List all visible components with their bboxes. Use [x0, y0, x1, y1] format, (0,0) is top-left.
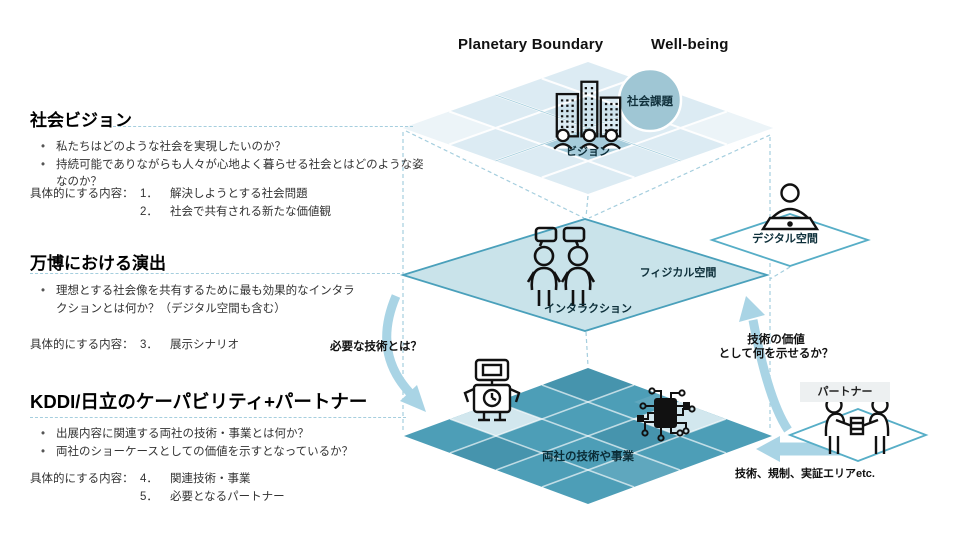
circuit-chip-icon — [637, 387, 696, 442]
section1-bullets: • 私たちはどのような社会を実現したいのか？ • 持続可能でありながらも人々が心… — [30, 139, 430, 192]
detail-text: 必要となるパートナー — [170, 490, 285, 503]
city-buildings-icon — [553, 80, 622, 150]
section1-details: 具体的にする内容： 1． 解決しようとする社会問題 2． 社会で共有される新たな… — [30, 186, 390, 221]
bullet-item: • 出展内容に関連する両社の技術・事業とは何か？ — [30, 426, 430, 444]
question-tech-value-line1: 技術の価値 — [747, 334, 805, 346]
section-title-capability: KDDI/日立のケーパビリティ+パートナー — [30, 391, 368, 412]
detail-item: 3． 展示シナリオ — [140, 337, 239, 355]
interaction-label: インタラクション — [544, 303, 632, 315]
section-title-social-vision: 社会ビジョン — [30, 111, 132, 130]
tech-layer-diamond — [404, 368, 772, 504]
section1-dashed-connector — [113, 126, 413, 127]
section2-bullets: • 理想とする社会像を共有するために最も効果的なインタラクションとは何か？（デジ… — [30, 283, 360, 318]
detail-text: 展示シナリオ — [170, 339, 239, 351]
bullet-text: 出展内容に関連する両社の技術・事業とは何か？ — [56, 428, 309, 440]
detail-item: 4． 関連技術・事業 — [140, 471, 285, 489]
section-title-expo: 万博における演出 — [30, 254, 166, 273]
bullet-text: 持続可能でありながらも人々が心地よく暮らせる社会とはどのような姿なのか？ — [56, 158, 424, 189]
robot-icon — [463, 358, 521, 422]
bullet-text: 私たちはどのような社会を実現したいのか？ — [56, 141, 286, 153]
detail-num: 5． — [140, 490, 158, 503]
detail-label: 具体的にする内容： — [30, 473, 134, 485]
partner-note: 技術、規制、実証エリアetc. — [735, 468, 875, 480]
physical-space-label: フィジカル空間 — [639, 267, 717, 279]
social-issue-badge: 社会課題 — [627, 96, 673, 108]
detail-num: 2． — [140, 205, 158, 218]
section2-details: 具体的にする内容： 3． 展示シナリオ — [30, 337, 390, 355]
detail-num: 1． — [140, 188, 158, 200]
detail-num: 4． — [140, 473, 158, 485]
arrow-up-to-interaction — [739, 296, 792, 433]
partner-label-box: パートナー — [800, 382, 890, 402]
planetary-boundary-label: Planetary Boundary — [458, 36, 604, 53]
detail-text: 関連技術・事業 — [170, 473, 251, 485]
interaction-layer-diamond — [399, 218, 771, 332]
section2-dashed-connector — [30, 273, 400, 274]
partners-handshake-icon — [824, 396, 890, 454]
detail-list: 1． 解決しようとする社会問題 2． 社会で共有される新たな価値観 — [140, 186, 331, 221]
digital-space-label: デジタル空間 — [752, 233, 818, 245]
section3-dashed-connector — [30, 417, 406, 418]
bullet-dot: • — [40, 158, 46, 171]
bullet-dot: • — [40, 445, 46, 458]
social-issue-circle — [617, 67, 683, 133]
wellbeing-label: Well-being — [651, 36, 729, 53]
vision-label: ビジョン — [566, 146, 610, 158]
section3-details: 具体的にする内容： 4． 関連技術・事業 5． 必要となるパートナー — [30, 471, 410, 506]
question-tech-value-line2: として何を示せるか？ — [718, 348, 834, 360]
detail-item: 2． 社会で共有される新たな価値観 — [140, 204, 331, 222]
detail-item: 5． 必要となるパートナー — [140, 489, 285, 507]
bullet-item: • 両社のショーケースとしての価値を示すとなっているか？ — [30, 444, 430, 462]
people-talking-icon — [526, 226, 596, 306]
detail-item: 1． 解決しようとする社会問題 — [140, 186, 331, 204]
detail-list: 4． 関連技術・事業 5． 必要となるパートナー — [140, 471, 285, 506]
detail-num: 3． — [140, 339, 158, 351]
tech-business-label: 両社の技術や事業 — [542, 451, 634, 463]
person-laptop-icon — [760, 183, 820, 231]
bullet-item: • 私たちはどのような社会を実現したいのか？ — [30, 139, 430, 157]
question-tech-value: 技術の価値 として何を示せるか？ — [710, 333, 842, 361]
bullet-text: 両社のショーケースとしての価値を示すとなっているか？ — [56, 445, 354, 458]
section3-bullets: • 出展内容に関連する両社の技術・事業とは何か？ • 両社のショーケースとしての… — [30, 426, 430, 461]
bullet-dot: • — [40, 428, 46, 440]
bullet-item: • 理想とする社会像を共有するために最も効果的なインタラクションとは何か？（デジ… — [30, 283, 360, 318]
bullet-dot: • — [40, 141, 46, 153]
detail-text: 解決しようとする社会問題 — [170, 188, 308, 200]
digital-space-diamond — [709, 213, 871, 267]
arrow-down-to-tech — [382, 294, 426, 412]
bullet-item: • 持続可能でありながらも人々が心地よく暮らせる社会とはどのような姿なのか？ — [30, 157, 430, 192]
bullet-text: 理想とする社会像を共有するために最も効果的なインタラクションとは何か？（デジタル… — [56, 285, 355, 315]
bullet-dot: • — [40, 285, 46, 297]
detail-text: 社会で共有される新たな価値観 — [170, 205, 331, 218]
question-needed-tech: 必要な技術とは？ — [330, 341, 422, 353]
detail-label: 具体的にする内容： — [30, 339, 134, 351]
detail-label: 具体的にする内容： — [30, 188, 134, 200]
